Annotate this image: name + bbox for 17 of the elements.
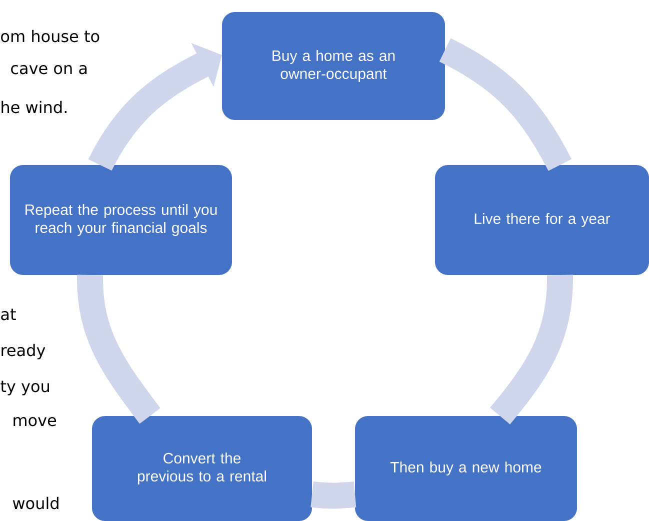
cycle-arc xyxy=(490,274,573,424)
text-fragment: at xyxy=(1,308,16,320)
text-fragment: cave on a xyxy=(11,65,87,74)
cycle-step-box: Then buy a new home xyxy=(355,416,577,521)
cycle-arc xyxy=(77,274,160,424)
text-fragment: ty you xyxy=(0,380,49,396)
text-fragment: he wind. xyxy=(2,100,66,114)
text-fragment: would xyxy=(12,496,58,510)
cycle-arc xyxy=(310,482,356,509)
text-fragment: om house to xyxy=(1,30,100,42)
cycle-step-box: Live there for a year xyxy=(435,165,649,275)
cycle-step-box: Buy a home as an owner-occupant xyxy=(222,12,445,120)
text-fragment: ready xyxy=(2,344,46,360)
cycle-step-box: Convert the previous to a rental xyxy=(92,416,312,521)
cycle-arc xyxy=(439,38,572,172)
cycle-step-box: Repeat the process until you reach your financial goals xyxy=(10,165,232,275)
text-fragment: move xyxy=(14,417,56,426)
